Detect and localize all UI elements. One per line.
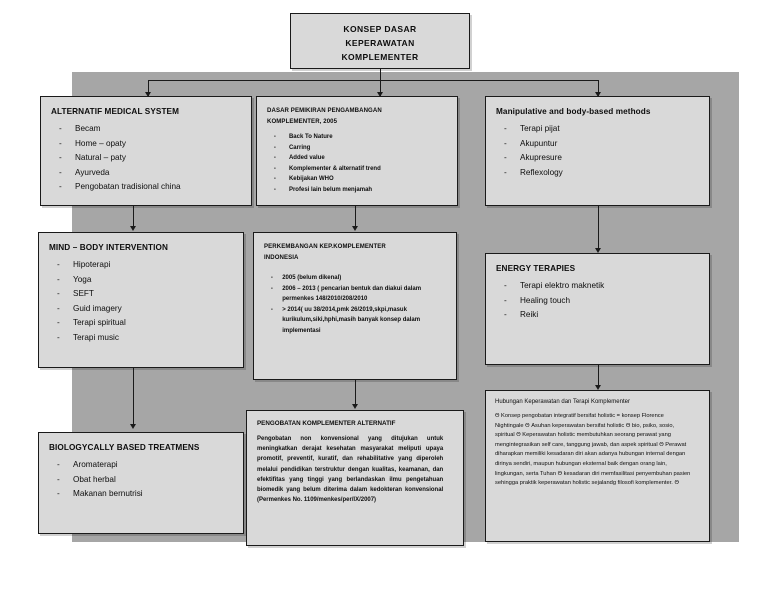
node-manipulative-body-based[interactable]: Manipulative and body-based methods Tera… bbox=[485, 96, 710, 206]
root-title-line-2: KEPERAWATAN bbox=[345, 38, 415, 48]
node-perkembangan-kep-komplementer[interactable]: PERKEMBANGAN KEP.KOMPLEMENTER INDONESIA … bbox=[253, 232, 457, 380]
arrow-to-mind-body bbox=[129, 226, 136, 231]
list-item: Terapi elektro maknetik bbox=[486, 279, 709, 294]
list-item: Hipoterapi bbox=[39, 258, 243, 273]
bullet-list: Terapi elektro maknetik Healing touch Re… bbox=[486, 279, 709, 323]
node-konsep-dasar[interactable]: KONSEP DASAR KEPERAWATAN KOMPLEMENTER bbox=[290, 13, 470, 69]
connector-n2-to-n5 bbox=[355, 206, 356, 228]
arrow-to-perkembangan bbox=[351, 226, 358, 231]
list-item: Reflexology bbox=[486, 166, 709, 181]
list-item: Added value bbox=[257, 153, 445, 164]
arrow-to-manipulative bbox=[594, 92, 601, 97]
connector-n3-to-n6 bbox=[598, 206, 599, 250]
arrow-to-alternatif-medical bbox=[144, 92, 151, 97]
list-item: Guid imagery bbox=[39, 302, 243, 317]
arrow-to-pengobatan-komplementer bbox=[351, 404, 358, 409]
node-title: ALTERNATIF MEDICAL SYSTEM bbox=[51, 107, 180, 116]
connector-row1-bus bbox=[148, 80, 598, 81]
node-title: Hubungan Keperawatan dan Terapi Kompleme… bbox=[495, 399, 630, 405]
list-item: Natural – paty bbox=[41, 151, 251, 166]
node-title: BIOLOGYCALLY BASED TREATMENS bbox=[49, 443, 200, 452]
connector-branch-left bbox=[148, 80, 149, 96]
list-item: Becam bbox=[41, 122, 251, 137]
bullet-list: Terapi pijat Akupuntur Akupresure Reflex… bbox=[486, 122, 709, 180]
list-item: Carring bbox=[257, 143, 445, 154]
node-body-text: Pengobatan non konvensional yang ditujuk… bbox=[257, 435, 444, 504]
node-body-text: Θ Konsep pengobatan integratif bersifat … bbox=[495, 413, 691, 487]
connector-branch-right bbox=[598, 80, 599, 96]
list-item: 2005 (belum dikenal) bbox=[254, 273, 444, 284]
list-item: Komplementer & alternatif trend bbox=[257, 164, 445, 175]
connector-n1-to-n4 bbox=[133, 206, 134, 228]
arrow-to-dasar-pemikiran bbox=[376, 92, 383, 97]
bullet-list: Becam Home – opaty Natural – paty Ayurve… bbox=[41, 122, 251, 195]
root-title-line-3: KOMPLEMENTER bbox=[341, 52, 419, 62]
list-item: Yoga bbox=[39, 273, 243, 288]
connector-n6-to-n9 bbox=[598, 365, 599, 387]
node-biologycally-based-treatmens[interactable]: BIOLOGYCALLY BASED TREATMENS Aromaterapi… bbox=[38, 432, 244, 534]
connector-n4-to-n7 bbox=[133, 368, 134, 426]
node-title: PENGOBATAN KOMPLEMENTER ALTERNATIF bbox=[257, 420, 396, 427]
list-item: Terapi spiritual bbox=[39, 316, 243, 331]
list-item: Makanan bernutrisi bbox=[39, 487, 243, 502]
list-item: Healing touch bbox=[486, 294, 709, 309]
node-title: PERKEMBANGAN KEP.KOMPLEMENTER INDONESIA bbox=[264, 241, 441, 263]
list-item: Profesi lain belum menjamah bbox=[257, 185, 445, 196]
arrow-to-hubungan-keperawatan bbox=[594, 385, 601, 390]
node-energy-terapies[interactable]: ENERGY TERAPIES Terapi elektro maknetik … bbox=[485, 253, 710, 365]
bullet-list: Back To Nature Carring Added value Kompl… bbox=[257, 132, 457, 196]
node-title: Manipulative and body-based methods bbox=[496, 107, 651, 116]
connector-branch-mid bbox=[380, 80, 381, 96]
list-item: Aromaterapi bbox=[39, 458, 243, 473]
list-item: Terapi pijat bbox=[486, 122, 709, 137]
arrow-to-energy-terapies bbox=[594, 248, 601, 253]
node-mind-body-intervention[interactable]: MIND – BODY INTERVENTION Hipoterapi Yoga… bbox=[38, 232, 244, 368]
connector-n5-to-n8 bbox=[355, 380, 356, 406]
arrow-to-biologycally-based bbox=[129, 424, 136, 429]
bullet-list: Hipoterapi Yoga SEFT Guid imagery Terapi… bbox=[39, 258, 243, 345]
node-title: MIND – BODY INTERVENTION bbox=[49, 243, 169, 252]
list-item: Akupuntur bbox=[486, 137, 709, 152]
bullet-list: 2005 (belum dikenal) 2006 – 2013 ( penca… bbox=[254, 273, 456, 337]
list-item: Reiki bbox=[486, 308, 709, 323]
list-item: 2006 – 2013 ( pencarian bentuk dan diaku… bbox=[254, 284, 444, 305]
node-alternatif-medical-system[interactable]: ALTERNATIF MEDICAL SYSTEM Becam Home – o… bbox=[40, 96, 252, 206]
node-title: DASAR PEMIKIRAN PENGAMBANGAN KOMPLEMENTE… bbox=[267, 105, 442, 127]
list-item: SEFT bbox=[39, 287, 243, 302]
node-title-line-1: DASAR PEMIKIRAN PENGAMBANGAN bbox=[267, 107, 382, 114]
list-item: Home – opaty bbox=[41, 137, 251, 152]
list-item: Terapi music bbox=[39, 331, 243, 346]
list-item: Pengobatan tradisional china bbox=[41, 180, 251, 195]
list-item: > 2014( uu 38/2014,pmk 26/2019,skpi,masu… bbox=[254, 305, 444, 337]
root-title-line-1: KONSEP DASAR bbox=[343, 24, 417, 34]
list-item: Kebijakan WHO bbox=[257, 174, 445, 185]
list-item: Akupresure bbox=[486, 151, 709, 166]
list-item: Ayurveda bbox=[41, 166, 251, 181]
node-dasar-pemikiran[interactable]: DASAR PEMIKIRAN PENGAMBANGAN KOMPLEMENTE… bbox=[256, 96, 458, 206]
node-pengobatan-komplementer-alternatif[interactable]: PENGOBATAN KOMPLEMENTER ALTERNATIF Pengo… bbox=[246, 410, 464, 546]
node-title: ENERGY TERAPIES bbox=[496, 264, 576, 273]
list-item: Back To Nature bbox=[257, 132, 445, 143]
bullet-list: Aromaterapi Obat herbal Makanan bernutri… bbox=[39, 458, 243, 502]
node-title-line-2: KOMPLEMENTER, 2005 bbox=[267, 118, 338, 125]
node-title-line-2: INDONESIA bbox=[264, 254, 299, 261]
list-item: Obat herbal bbox=[39, 473, 243, 488]
node-title-line-1: PERKEMBANGAN KEP.KOMPLEMENTER bbox=[264, 243, 386, 250]
node-hubungan-keperawatan[interactable]: Hubungan Keperawatan dan Terapi Kompleme… bbox=[485, 390, 710, 542]
